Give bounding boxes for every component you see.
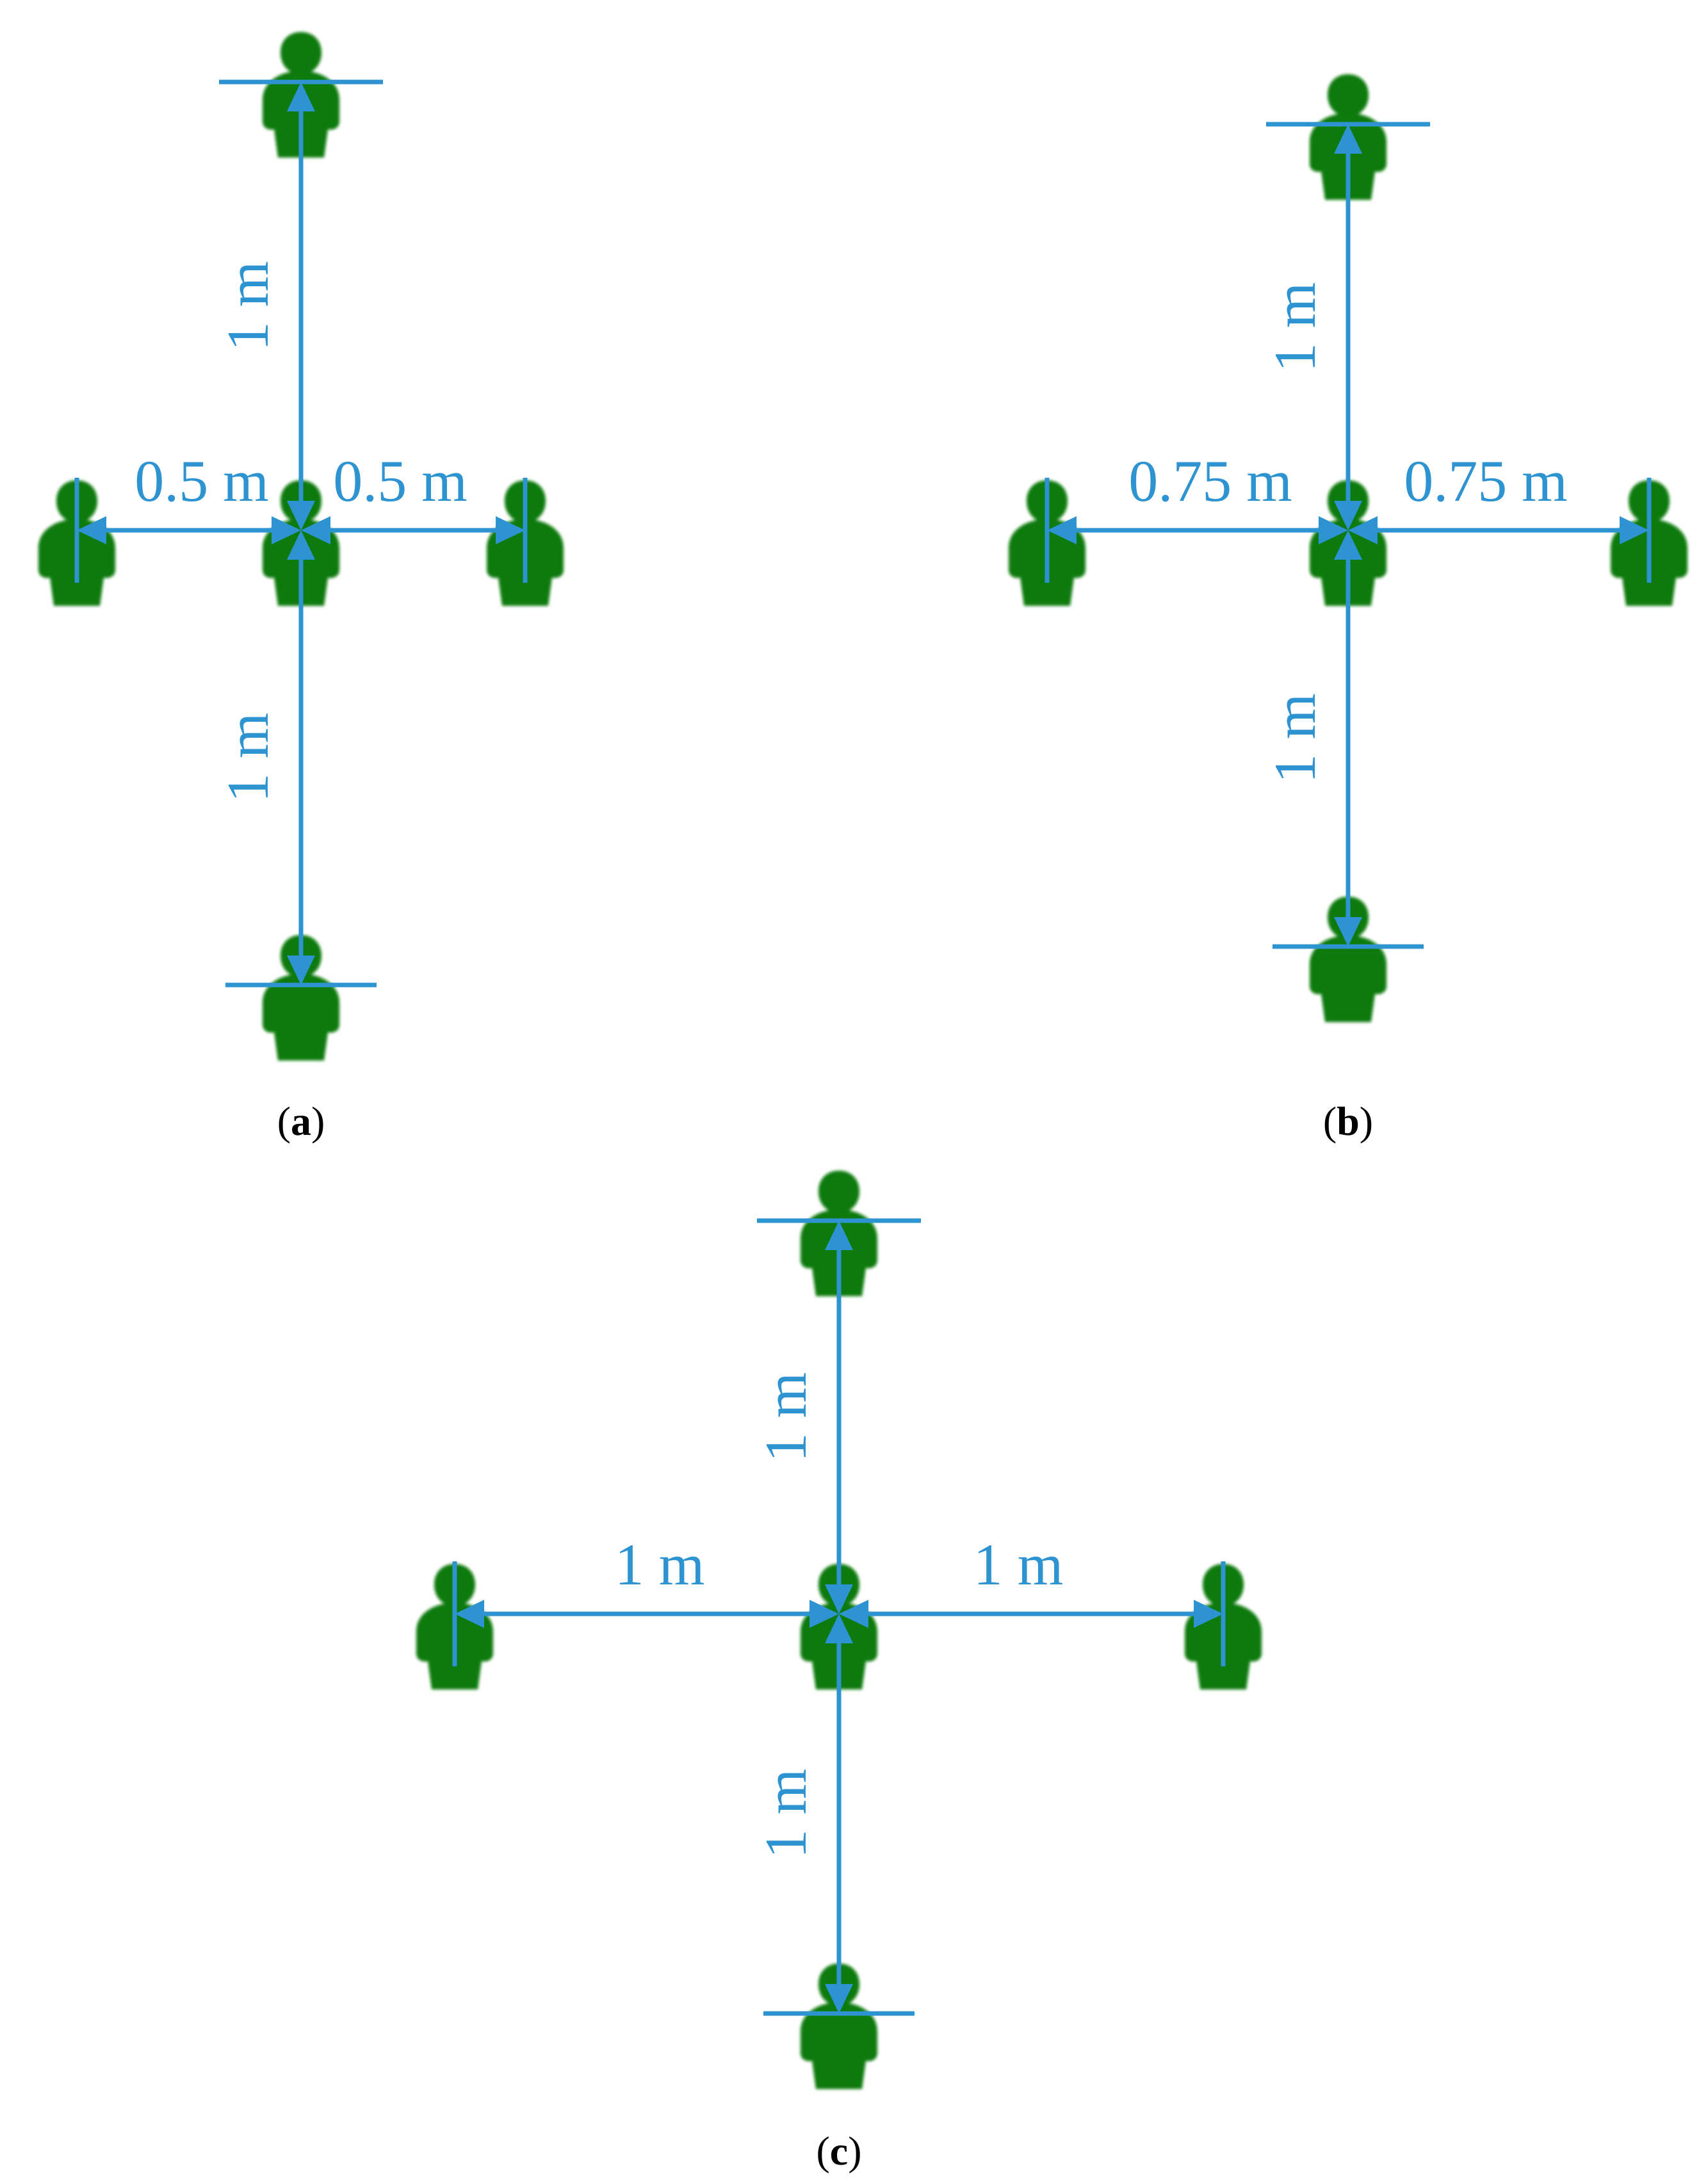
arrowhead-centre-from-right (301, 516, 330, 544)
lower-spacing-label: 1 m (753, 1769, 818, 1859)
arrowhead-centre-from-right (1348, 516, 1378, 544)
arrowhead-centre-from-top (287, 501, 315, 530)
panel-caption: (b) (1323, 1098, 1373, 1144)
left-spacing-label: 0.75 m (1128, 448, 1292, 514)
right-spacing-label: 1 m (973, 1532, 1064, 1597)
arrowhead-up (287, 82, 315, 111)
panel-caption: (a) (277, 1098, 325, 1144)
right-spacing-label: 0.5 m (333, 448, 468, 514)
arrowhead-centre-from-left (1319, 516, 1348, 544)
arrowhead-left (455, 1600, 484, 1628)
panel-caption: (c) (816, 2128, 861, 2174)
panel-b: 1 m 1 m 0.75 m 0.75 m (b) (1009, 74, 1688, 1144)
panel-caption-letter: a (291, 1098, 311, 1144)
arrowhead-right (1194, 1600, 1223, 1628)
arrowhead-centre-from-top (825, 1584, 853, 1614)
arrowhead-down (825, 1984, 853, 2013)
arrowhead-centre-from-left (809, 1600, 839, 1628)
panel-caption-letter: b (1337, 1098, 1360, 1144)
arrowhead-left (1047, 516, 1077, 544)
upper-spacing-label: 1 m (753, 1372, 818, 1463)
bottom-plant-icon (263, 935, 339, 1061)
arrowhead-down (287, 956, 315, 985)
arrowhead-up (825, 1221, 853, 1250)
panel-caption-letter: c (830, 2128, 848, 2174)
arrowhead-left (77, 516, 106, 544)
left-spacing-label: 0.5 m (134, 448, 269, 514)
arrowhead-centre-from-bottom (1334, 530, 1362, 560)
left-spacing-label: 1 m (615, 1532, 705, 1597)
lower-spacing-label: 1 m (1262, 694, 1328, 784)
panel-a: 1 m 1 m 0.5 m 0.5 m (a) (38, 32, 564, 1144)
arrowhead-right (496, 516, 525, 544)
arrowhead-centre-from-bottom (287, 530, 315, 560)
arrowhead-centre-from-right (839, 1600, 868, 1628)
arrowhead-centre-from-left (272, 516, 301, 544)
upper-spacing-label: 1 m (215, 261, 281, 352)
arrowhead-up (1334, 124, 1362, 154)
right-spacing-label: 0.75 m (1404, 448, 1568, 514)
arrowhead-down (1334, 917, 1362, 947)
bottom-plant-icon (1310, 897, 1387, 1022)
arrowhead-centre-from-bottom (825, 1614, 853, 1643)
arrowhead-centre-from-top (1334, 501, 1362, 530)
upper-spacing-label: 1 m (1262, 282, 1328, 373)
panel-c: 1 m 1 m 1 m 1 m (c) (416, 1171, 1262, 2174)
arrowhead-right (1620, 516, 1649, 544)
bottom-plant-icon (801, 1964, 877, 2089)
lower-spacing-label: 1 m (215, 713, 281, 803)
